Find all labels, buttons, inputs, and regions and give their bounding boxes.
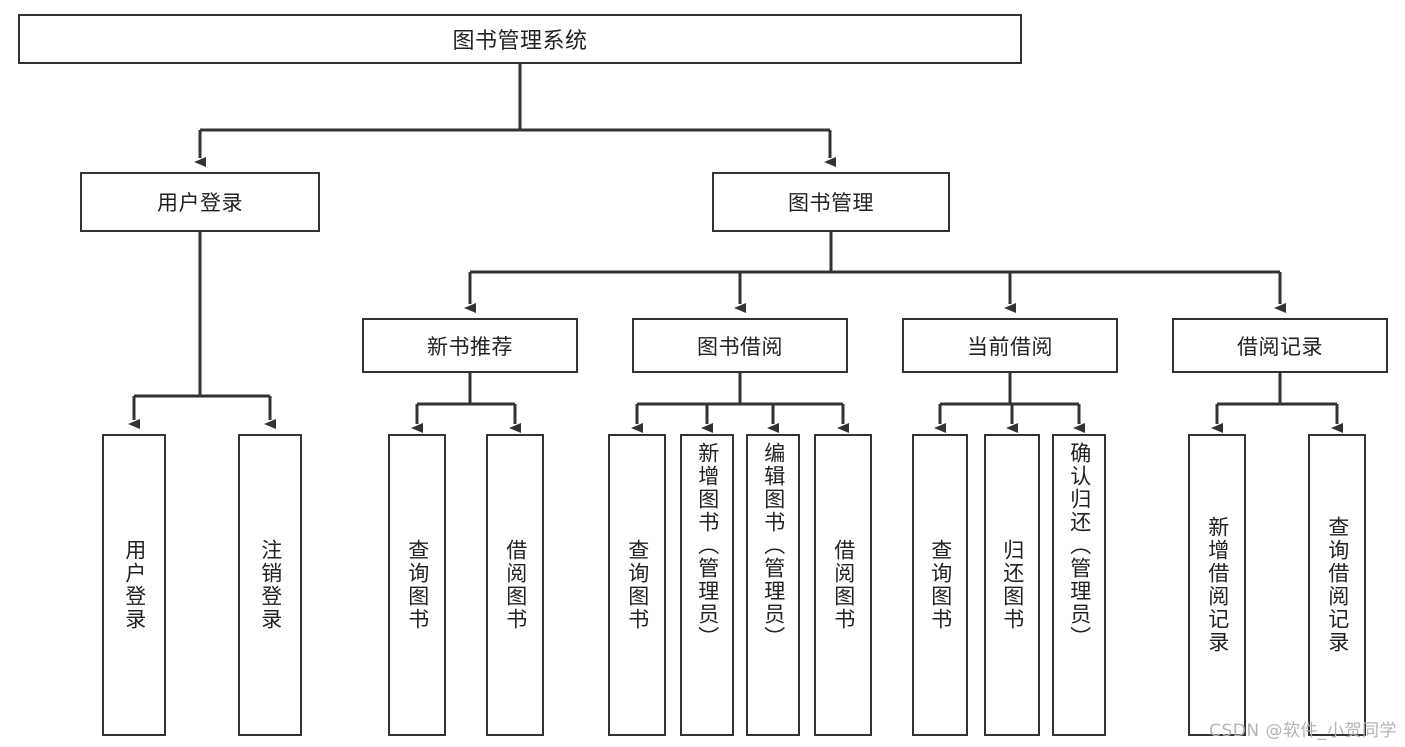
node-root[interactable]: 图书管理系统 [18,14,1022,64]
node-book-borrow[interactable]: 图书借阅 [632,318,848,373]
leaf-query-borrow-record-label: 查询借阅记录 [1325,516,1350,654]
leaf-return-book[interactable]: 归还图书 [984,434,1040,736]
node-borrow-record-label: 借阅记录 [1237,334,1323,359]
leaf-query-book-recommend-label: 查询图书 [405,539,430,631]
leaf-query-book-current-label: 查询图书 [928,539,953,631]
leaf-query-book-borrow[interactable]: 查询图书 [608,434,666,736]
leaf-query-book-recommend[interactable]: 查询图书 [388,434,446,736]
leaf-edit-book-admin[interactable]: 编辑图书（管理员） [746,434,800,736]
node-book-management[interactable]: 图书管理 [712,172,950,232]
watermark: CSDN @软件_小贺同学 [1209,721,1397,741]
node-current-borrow-label: 当前借阅 [967,334,1053,359]
leaf-add-book-admin-label: 新增图书（管理员） [695,442,720,649]
leaf-borrow-book[interactable]: 借阅图书 [814,434,872,736]
leaf-query-book-borrow-label: 查询图书 [625,539,650,631]
leaf-borrow-book-label: 借阅图书 [831,539,856,631]
leaf-add-borrow-record[interactable]: 新增借阅记录 [1188,434,1246,736]
leaf-query-borrow-record[interactable]: 查询借阅记录 [1308,434,1366,736]
leaf-confirm-return-admin-label: 确认归还（管理员） [1067,442,1092,649]
node-new-book-recommend[interactable]: 新书推荐 [362,318,578,373]
node-user-login-label: 用户登录 [157,191,243,215]
leaf-user-login-label: 用户登录 [122,539,147,631]
node-new-book-recommend-label: 新书推荐 [427,334,513,359]
node-borrow-record[interactable]: 借阅记录 [1172,318,1388,373]
leaf-return-book-label: 归还图书 [1000,539,1025,631]
leaf-logout[interactable]: 注销登录 [238,434,302,736]
leaf-add-book-admin[interactable]: 新增图书（管理员） [680,434,734,736]
node-book-management-label: 图书管理 [788,191,874,215]
leaf-edit-book-admin-label: 编辑图书（管理员） [761,442,786,649]
leaf-borrow-book-recommend-label: 借阅图书 [503,539,528,631]
leaf-user-login[interactable]: 用户登录 [102,434,166,736]
leaf-confirm-return-admin[interactable]: 确认归还（管理员） [1052,434,1106,736]
node-book-borrow-label: 图书借阅 [697,334,783,359]
node-current-borrow[interactable]: 当前借阅 [902,318,1118,373]
node-root-label: 图书管理系统 [452,29,588,54]
leaf-query-book-current[interactable]: 查询图书 [912,434,968,736]
node-user-login[interactable]: 用户登录 [80,172,320,232]
leaf-logout-label: 注销登录 [258,539,283,631]
leaf-borrow-book-recommend[interactable]: 借阅图书 [486,434,544,736]
leaf-add-borrow-record-label: 新增借阅记录 [1205,516,1230,654]
